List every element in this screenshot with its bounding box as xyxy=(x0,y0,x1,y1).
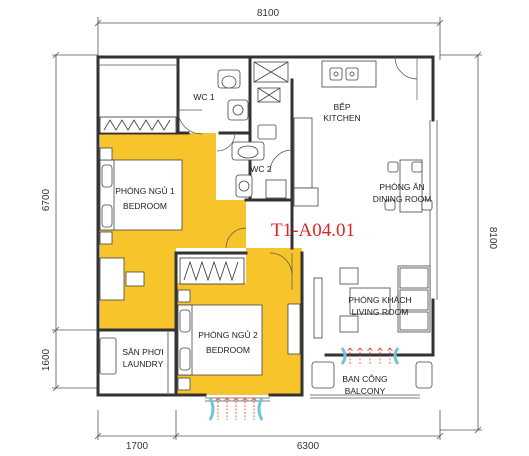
airflow-swirl xyxy=(208,397,215,421)
living-label-en: LIVING ROOM xyxy=(352,307,409,317)
closet-hatch-line xyxy=(183,260,239,282)
dining-label-vn: PHÒNG ĂN xyxy=(379,182,424,192)
balcony-fixtures xyxy=(311,361,433,389)
airflow-arrowhead xyxy=(367,347,373,352)
bedroom-2-label-vn: PHÒNG NGỦ 2 xyxy=(198,329,258,340)
closet-hatch xyxy=(103,119,171,131)
wc-2-label: WC 2 xyxy=(250,164,272,174)
wc-2-fixtures xyxy=(231,124,287,199)
airflow-arrowhead xyxy=(233,397,239,402)
dimension-bottom-left-label: 1700 xyxy=(126,441,149,452)
airflow-arrowhead xyxy=(242,397,248,402)
kitchen-label-en: KITCHEN xyxy=(323,113,360,123)
balcony-label-vn: BAN CÔNG xyxy=(342,374,387,384)
dimension-left xyxy=(52,51,98,392)
airflow-arrows-balcony xyxy=(340,347,400,365)
bedroom-1-bed xyxy=(99,147,183,301)
dimension-left-lower-label: 1600 xyxy=(41,348,52,371)
wc-1-fixtures xyxy=(217,61,289,121)
dimension-bottom xyxy=(94,410,444,440)
dining-table xyxy=(384,159,433,213)
laundry-fixtures xyxy=(99,332,169,393)
living-label-vn: PHÒNG KHÁCH xyxy=(348,295,411,305)
closet-bedroom-1 xyxy=(99,116,177,134)
closet-bedroom-2 xyxy=(179,257,245,285)
balcony-label-en: BALCONY xyxy=(345,386,386,396)
laundry-label-en: LAUNDRY xyxy=(123,359,164,369)
dimension-right-label: 8100 xyxy=(487,227,498,250)
dining-label-en: DINING ROOM xyxy=(373,194,432,204)
closet-hatch-line xyxy=(103,119,171,131)
dimension-right xyxy=(440,51,482,434)
airflow-swirl xyxy=(257,397,264,421)
airflow-arrowhead xyxy=(251,397,257,402)
dimension-top-label: 8100 xyxy=(257,8,280,19)
bedroom-1-label-vn: PHÒNG NGỦ 1 xyxy=(115,185,175,196)
airflow-arrowhead xyxy=(224,397,230,402)
airflow-arrowhead xyxy=(215,397,221,402)
living-furniture xyxy=(313,265,431,339)
bedroom-2-upper-fill xyxy=(246,248,302,283)
airflow-arrowhead xyxy=(377,347,383,352)
airflow-arrows-bedroom-2 xyxy=(208,397,264,421)
wc-1-label: WC 1 xyxy=(193,92,215,102)
airflow-swirl xyxy=(340,347,347,365)
laundry-label-vn: SÂN PHƠI xyxy=(122,347,163,357)
doors xyxy=(177,56,418,290)
closet-hatch xyxy=(183,260,239,282)
airflow-swirl xyxy=(393,347,400,365)
dimension-left-label: 6700 xyxy=(41,188,52,211)
kitchen-label-vn: BẾP xyxy=(333,102,350,112)
kitchen-counter xyxy=(293,60,377,207)
dimension-bottom-right-label: 6300 xyxy=(297,441,320,452)
airflow-arrowhead xyxy=(347,347,353,352)
bedroom-1-label-en: BEDROOM xyxy=(123,201,167,211)
bedroom-2-label-en: BEDROOM xyxy=(206,345,250,355)
dimension-top xyxy=(94,17,444,60)
airflow-arrowhead xyxy=(387,347,393,352)
bedroom-2-bed xyxy=(177,289,301,391)
airflow-arrowhead xyxy=(357,347,363,352)
unit-code: T1-A04.01 xyxy=(271,220,355,241)
